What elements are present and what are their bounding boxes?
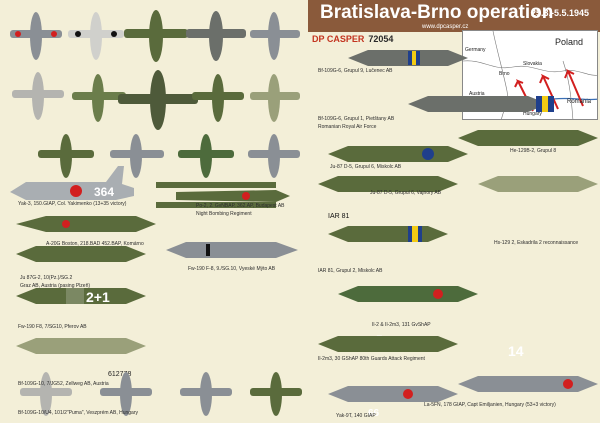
brand-name: DP CASPER [312, 34, 365, 44]
page-title: Bratislava-Brno operation [320, 2, 554, 23]
code-66: 66 [368, 408, 380, 419]
soviet-star-icon [70, 185, 82, 197]
caption-bf109g10: Bf-109G-10, 7/JG52, Zellweg AB, Austria [18, 381, 109, 387]
caption-iar81: IAR 81, Grupul 2, Miskolc AB [318, 268, 383, 274]
map-label-poland: Poland [555, 37, 583, 47]
map-label-germany: Germany [465, 47, 486, 53]
aircraft-profiles-right: IAR 81 5 14 66 [318, 50, 598, 419]
caption-bf109u4: Bf-109G-10/U4, 101/2"Puma", Veszprém AB,… [18, 410, 138, 416]
caption-po2: Po-2, 2. GvNBAP, 362.AP, Budapest AB [196, 203, 285, 209]
aircraft-profiles-left: 364 2+1 612778 [10, 10, 302, 416]
code-2plus1: 2+1 [86, 289, 110, 305]
top-planform-1 [10, 12, 62, 60]
a20-profile [16, 216, 156, 232]
caption-yak9t: Yak-9T, 140 GIAP [336, 413, 376, 419]
caption-fw190f8: Fw-190 F8, 7/SG10, Pferov AB [18, 324, 87, 330]
caption-po2-unit: Night Bombing Regiment [196, 211, 252, 217]
yak3-profile [10, 166, 134, 200]
caption-il2: Il-2 & Il-2m3, 131 GvShAP [372, 322, 431, 328]
top-planform-5 [250, 12, 300, 60]
bf109-profile [16, 338, 146, 354]
caption-il2m3: Il-2m3, 30 GShAP 80th Guards Attack Regi… [318, 356, 425, 362]
header-banner: Bratislava-Brno operation 25.3.-5.5.1945 [308, 0, 600, 32]
caption-a20: A-20G Boston, 218.BAD 452.BAP, Komárno [46, 241, 144, 247]
caption-yak3: Yak-3, 150.GIAP, Col. Yakimenko (13+35 v… [18, 201, 127, 207]
po2-profile [156, 182, 290, 208]
page-dates: 25.3.-5.5.1945 [531, 8, 590, 18]
caption-ju87: Ju 87G-2, 10(Pz.)/SG.2 [20, 275, 73, 281]
fw190-profile [166, 242, 298, 258]
code-serial: 612778 [108, 371, 131, 378]
caption-ju87-vajnory: Ju-87 D-5, Grupul 6, Vajnory AB [370, 190, 442, 196]
code-364: 364 [94, 185, 114, 199]
ju87-profile [16, 246, 146, 262]
map-label-hungary: Hungary [523, 111, 542, 117]
code-14: 14 [508, 343, 524, 359]
code-iar81: IAR 81 [328, 213, 350, 220]
caption-la5fn: La-5FN, 178 GIAP, Capt Emiljanien, Hunga… [424, 402, 556, 408]
map-label-slovakia: Slovakia [523, 61, 542, 67]
top-planform-3 [124, 10, 188, 62]
caption-bf109g6-9: Bf-109G-6, Grupul 9, Lučenec AB [318, 68, 393, 74]
caption-ju87-6: Ju-87 D-5, Grupul 6, Miskolc AB [330, 164, 402, 170]
product-code: 72054 [368, 34, 394, 44]
top-planform-4 [186, 11, 246, 61]
map-label-brno: Brno [499, 71, 510, 77]
caption-hs129: Hs-129 2, Eskadrila 2 reconnaissance [494, 240, 579, 246]
caption-bf109g6-1: Bf-109G-6, Grupul 1, Pietštany AB [318, 116, 395, 122]
caption-he129: He-129B-2, Grupul 8 [510, 148, 557, 154]
top-planform-2 [68, 12, 124, 60]
map-label-austria: Austria [469, 91, 485, 97]
map-label-romania: Romania [567, 99, 592, 105]
caption-fw190: Fw-190 F-8, 9./SG.10, Vyeské Mýto AB [188, 266, 276, 272]
caption-ju87-loc: Graz AB, Austria (pasing Plzeň) [20, 283, 91, 289]
brand-url: www.dpcasper.cz [422, 24, 469, 30]
fw190f8-profile [16, 288, 146, 304]
caption-rafr: Romanian Royal Air Force [318, 124, 377, 130]
